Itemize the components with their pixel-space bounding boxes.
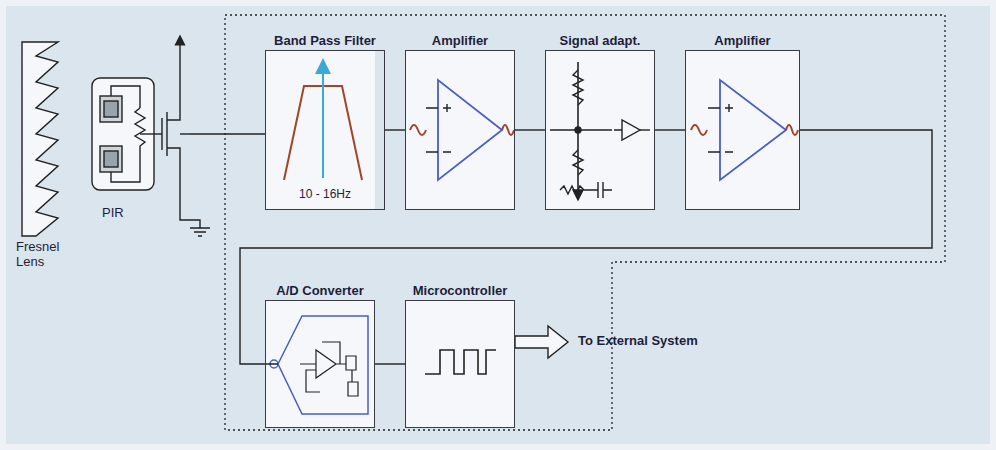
amplifier-symbol-part <box>438 80 502 180</box>
bandpass-symbol-part <box>322 66 324 178</box>
pir-sensor-part <box>166 112 167 156</box>
block-title: Amplifier <box>432 33 488 48</box>
pir-sensor-part <box>104 151 118 167</box>
pir-sensor-part <box>180 133 190 134</box>
box-fills <box>265 50 800 428</box>
signal-adapter-symbol-part <box>575 127 581 133</box>
block-title: Band Pass Filter <box>274 33 376 48</box>
signal-adapter-symbol-part <box>560 182 612 198</box>
amplifier-symbol-part <box>720 80 786 180</box>
amplifier-symbol-part <box>708 108 720 152</box>
block-title: Signal adapt. <box>560 33 641 48</box>
signal-connector <box>240 130 932 364</box>
pir-sensor-part <box>100 96 122 122</box>
signal-adapter-symbol-part <box>614 120 640 140</box>
amplifier-symbol-part <box>410 125 426 135</box>
block-title: Amplifier <box>714 33 770 48</box>
converter-box: A/D Converter <box>265 300 375 428</box>
signal-adapter-symbol-part <box>640 129 650 130</box>
amplifier-symbol-part <box>725 104 733 152</box>
fresnel-lens <box>22 42 58 236</box>
amplifier-box: Amplifier <box>685 50 800 210</box>
frequency-range: 10 - 16Hz <box>266 187 384 201</box>
pir-sensor-part <box>104 101 118 117</box>
amplifier-box: Amplifier <box>405 50 515 210</box>
pir-sensor <box>92 40 210 236</box>
module-boundary <box>225 15 945 430</box>
pir-sensor-part <box>190 228 210 236</box>
block-title: Microcontroller <box>413 283 508 298</box>
filter-box: Band Pass Filter10 - 16Hz <box>265 50 385 210</box>
bandpass-symbol <box>284 66 362 180</box>
signal-connector <box>375 363 405 364</box>
amplifier-symbol-part <box>691 125 707 135</box>
pir-sensor-part <box>167 148 200 228</box>
box-fills-part <box>685 50 800 210</box>
amplifier-symbol-part <box>502 125 514 135</box>
output-label: To External System <box>578 334 778 349</box>
background-panel <box>6 6 990 444</box>
signal-wire <box>190 133 265 134</box>
box-fills-part <box>405 300 515 428</box>
controller-box: Microcontroller <box>405 300 515 428</box>
adc-symbol-part <box>300 342 358 396</box>
block-title: A/D Converter <box>276 283 363 298</box>
signal-adapter-symbol-part <box>573 150 583 175</box>
box-fills-part <box>405 50 515 210</box>
pir-sensor-part <box>161 118 162 150</box>
amplifier-symbol <box>691 80 798 180</box>
signal-connector <box>385 129 405 130</box>
amplifier-symbol-part <box>443 104 451 152</box>
signal-adapter-symbol-part <box>573 70 583 105</box>
pir-sensor-part <box>100 146 122 172</box>
pir-sensor-part <box>111 160 140 182</box>
pir-sensor-part <box>140 133 162 134</box>
box-fills-part <box>265 50 375 210</box>
signal-connector <box>515 129 545 130</box>
square-wave <box>425 350 496 374</box>
amplifier-symbol-part <box>426 108 438 152</box>
adc-symbol-part <box>278 316 368 414</box>
signal-connector <box>655 129 685 130</box>
lens-label: Fresnel Lens <box>16 240 76 270</box>
pir-sensor-part <box>111 86 140 108</box>
sensor-label: PIR <box>102 206 162 221</box>
pir-sensor-part <box>167 40 180 120</box>
box-fills-part <box>545 50 655 210</box>
amplifier-symbol-part <box>786 125 798 135</box>
amplifier-symbol <box>410 80 514 180</box>
signal-adapter-symbol <box>550 62 650 200</box>
box-fills-part <box>265 300 375 428</box>
adc-symbol <box>270 316 368 414</box>
adapter-box: Signal adapt. <box>545 50 655 210</box>
output-arrow <box>515 326 568 358</box>
